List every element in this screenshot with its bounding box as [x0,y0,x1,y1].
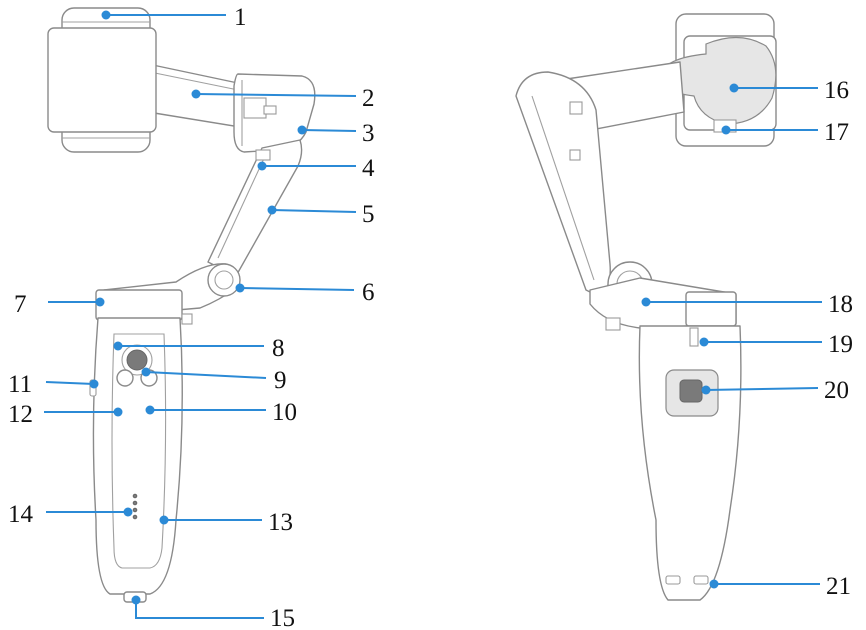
callout-3: 3 [362,120,375,147]
callout-4: 4 [362,155,375,182]
callout-2: 2 [362,85,375,112]
callout-13: 13 [268,509,293,536]
phone-clamp [47,7,157,153]
callout-5: 5 [362,201,375,228]
back-pan-motor [589,261,737,331]
leader-dot-2 [191,89,201,99]
gimbal-front-view [47,7,316,603]
leader-6 [239,287,355,291]
joystick [126,349,148,371]
leader-dot-14 [123,507,133,517]
callout-10: 10 [272,399,297,426]
callout-1: 1 [234,4,247,31]
callout-7: 7 [14,291,27,318]
leader-dot-8 [113,341,123,351]
leader-dot-10 [145,405,155,415]
leader-dot-1 [101,10,111,20]
pan-motor [95,263,241,325]
leader-20 [705,387,819,391]
leader-dot-17 [721,125,731,135]
leader-dot-15 [131,595,141,605]
leader-dot-19 [699,337,709,347]
leader-lines [44,10,822,619]
leader-dot-9 [141,367,151,377]
handle [89,317,183,603]
leader-dot-12 [113,407,123,417]
callout-16: 16 [824,77,849,104]
leader-dot-20 [701,385,711,395]
leader-dot-18 [641,297,651,307]
button-left [116,369,134,387]
back-handle [638,325,742,601]
callout-20: 20 [824,377,849,404]
callout-8: 8 [272,335,285,362]
callout-6: 6 [362,279,375,306]
callout-21: 21 [826,573,851,600]
callout-12: 12 [8,401,33,428]
leader-3 [301,129,357,132]
callout-17: 17 [824,119,849,146]
leader-9 [145,371,267,379]
leader-11 [45,381,95,385]
roll-motor [233,73,316,153]
leader-5 [271,209,357,213]
callout-numbers: 1 2 3 4 5 6 7 8 9 10 11 12 13 14 15 16 1… [8,4,853,630]
leader-dot-13 [159,515,169,525]
callout-11: 11 [8,371,32,398]
callout-14: 14 [8,501,34,528]
leader-2 [195,93,357,97]
callout-19: 19 [828,331,853,358]
leader-dot-11 [89,379,99,389]
leader-dot-3 [297,125,307,135]
leader-dot-21 [709,579,719,589]
leader-dot-7 [95,297,105,307]
back-phone-clamp [659,13,777,147]
leader-dot-6 [235,283,245,293]
callout-18: 18 [828,291,853,318]
folding-arm [207,139,303,277]
leader-dot-16 [729,83,739,93]
leader-dot-4 [257,161,267,171]
callout-9: 9 [274,367,287,394]
leader-15 [135,600,264,619]
callout-15: 15 [270,605,295,630]
leader-dot-5 [267,205,277,215]
gimbal-back-view [515,13,777,601]
